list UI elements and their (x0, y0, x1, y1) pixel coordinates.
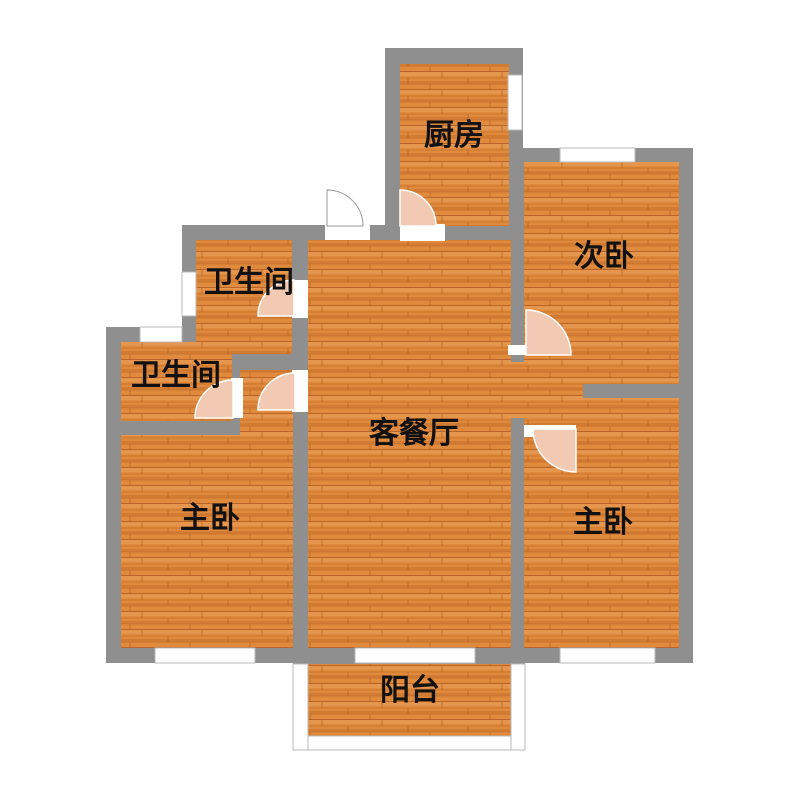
room-label-kitchen: 厨房 (424, 118, 484, 153)
second-bedroom-door-swing (525, 309, 572, 356)
balcony-window-bottom (307, 735, 512, 751)
doors (194, 189, 577, 473)
room-label-bathroom-lower: 卫生间 (131, 358, 221, 393)
room-label-bathroom-upper: 卫生间 (204, 265, 294, 300)
room-label-second-bedroom: 次卧 (574, 239, 634, 274)
bathroom-upper-door-swing (257, 279, 295, 317)
room-label-balcony: 阳台 (380, 673, 440, 708)
room-labels: 厨房 次卧 卫生间 卫生间 客餐厅 主卧 主卧 阳台 (131, 118, 634, 708)
master-left-window (154, 647, 256, 664)
living-window (354, 647, 476, 664)
bathroom-lower-window (139, 326, 183, 343)
room-label-master-left: 主卧 (180, 501, 240, 536)
balcony-floor (308, 664, 511, 736)
master-left-floor (121, 435, 293, 648)
entrance-door-swing (326, 189, 364, 227)
room-label-living-dining: 客餐厅 (369, 416, 459, 451)
room-label-master-right: 主卧 (573, 505, 633, 540)
balcony-window-left (292, 663, 309, 751)
balcony-window-right (510, 663, 526, 751)
bathroom-lower-door-swing (194, 379, 234, 419)
windows (139, 74, 656, 751)
living-dining-floor (308, 240, 511, 648)
bathroom-upper-window (181, 271, 197, 317)
kitchen-door-swing (399, 189, 437, 227)
master-right-window (559, 647, 656, 664)
kitchen-window (507, 74, 523, 131)
master-right-door-swing (532, 428, 577, 473)
second-bedroom-window (559, 147, 636, 163)
master-left-door-swing (257, 372, 296, 411)
